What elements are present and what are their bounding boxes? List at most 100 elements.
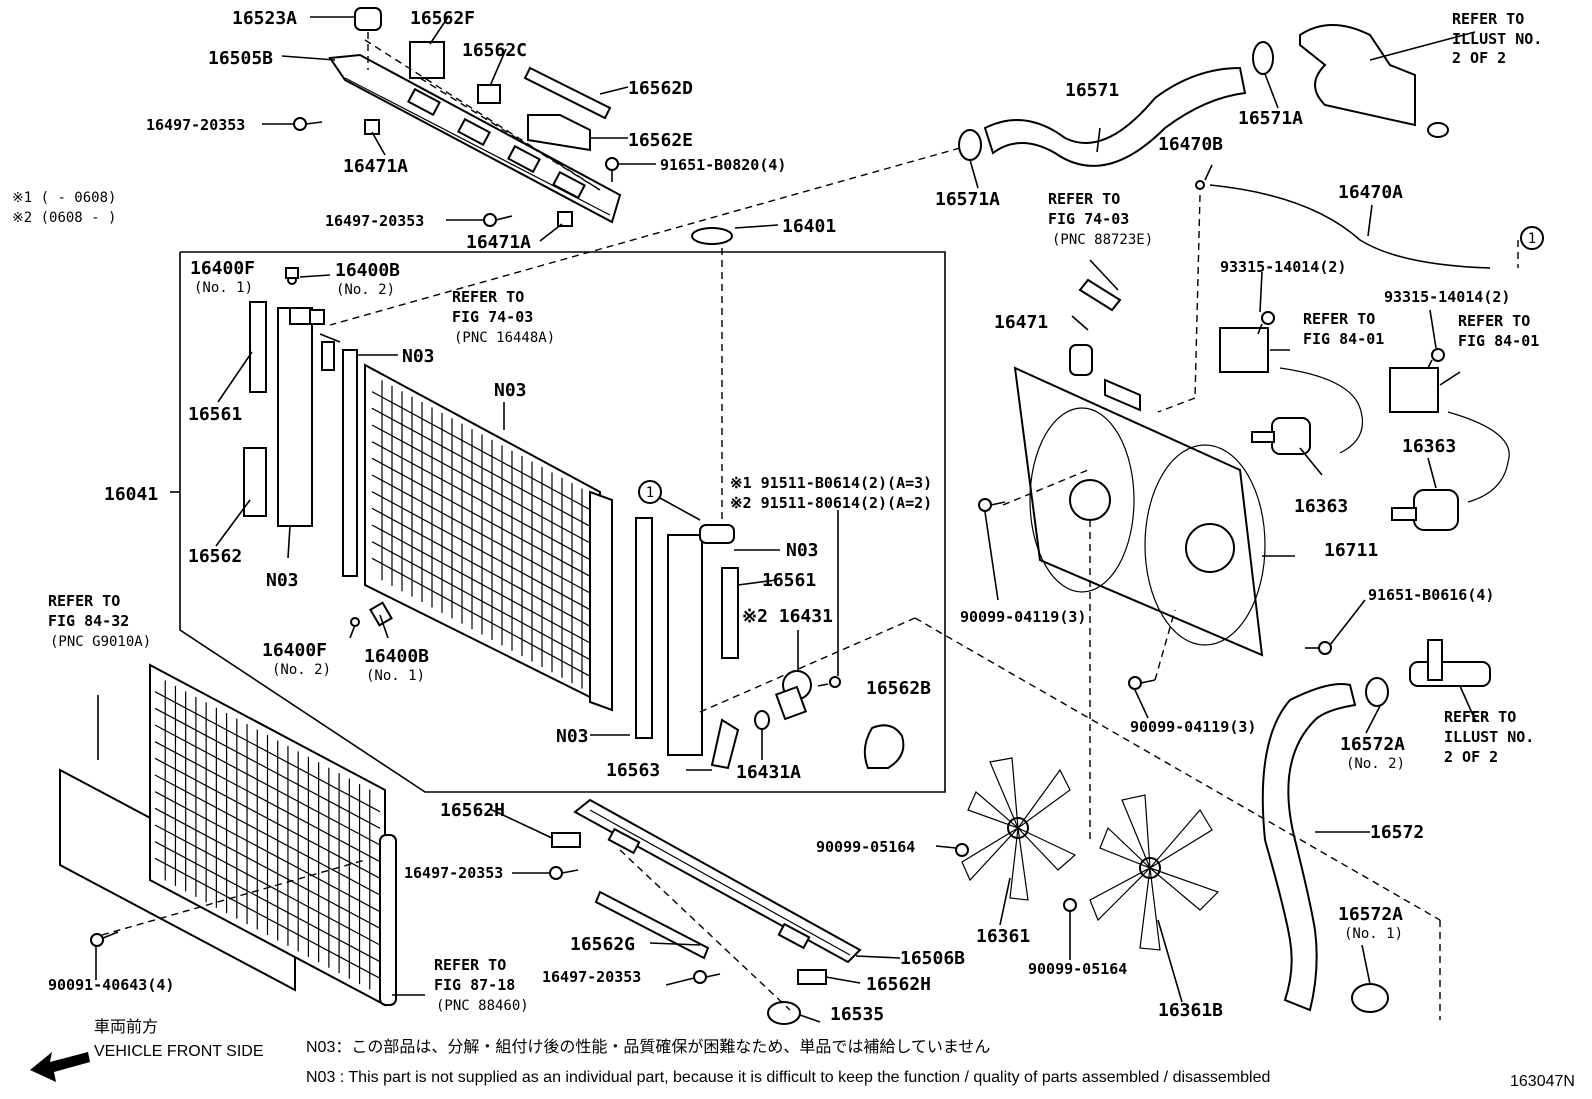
seal-16561-right [721, 567, 739, 659]
label-91651-b0616: 91651-B0616(4) [1368, 586, 1494, 604]
motor-wire-a [1279, 367, 1364, 454]
radiator-cap-16401 [691, 227, 733, 245]
label-16400B-top: 16400B [335, 260, 400, 281]
label-16400F-bottom-no: (No. 2) [272, 662, 331, 678]
figure-id: 163047N [1510, 1073, 1575, 1090]
circle-ref-1-left: 1 [638, 480, 701, 521]
drain-plug-16400B-lower [350, 601, 393, 627]
seal-16561-left [249, 301, 267, 393]
hose-16572 [1261, 683, 1357, 1012]
svg-text:REFER TO: REFER TO [48, 592, 120, 610]
bolt-93315-b [1427, 348, 1445, 369]
pnc-16448A-plate [321, 341, 335, 371]
seal-16562G [594, 890, 710, 960]
label-N03-right-tank: N03 [786, 540, 819, 561]
label-16400B-bottom-no: (No. 1) [366, 668, 425, 684]
seal-16562F [409, 41, 445, 79]
svg-text:1: 1 [1528, 231, 1536, 247]
bolt-91511 [817, 676, 841, 688]
label-16471A-a: 16471A [343, 156, 408, 177]
refer-illust-bottom: REFER TO ILLUST NO. 2 OF 2 [1444, 708, 1534, 766]
label-16361B: 16361B [1158, 1000, 1223, 1021]
circle-ref-1-right: 1 [1520, 226, 1544, 250]
direction-en: VEHICLE FRONT SIDE [94, 1043, 264, 1060]
label-16400F-top-no: (No. 1) [194, 280, 253, 296]
water-outlet-illust [1299, 24, 1449, 138]
label-16497-d: 16497-20353 [542, 968, 641, 986]
left-tank-N03 [277, 307, 325, 527]
label-16572: 16572 [1370, 822, 1424, 843]
label-16561-right: 16561 [762, 570, 816, 591]
clamp-16571A-top [1252, 41, 1274, 75]
radiator-group-box [179, 251, 946, 793]
svg-text:(PNC 88460): (PNC 88460) [436, 998, 529, 1014]
label-91511-1: ※1 91511-B0614(2)(A=3) [730, 474, 932, 492]
svg-text:REFER TO: REFER TO [434, 956, 506, 974]
connector-16470B [1195, 180, 1205, 190]
svg-text:(PNC 88723E): (PNC 88723E) [1052, 232, 1153, 248]
svg-text:※1 ( - 0608): ※1 ( - 0608) [12, 190, 116, 206]
lower-support-bracket [573, 798, 862, 964]
refer-fig74-pnc88723E: REFER TO FIG 74-03 (PNC 88723E) [1048, 190, 1153, 312]
svg-text:FIG 84-01: FIG 84-01 [1458, 332, 1539, 350]
gasket-N03-right [635, 517, 653, 739]
label-16562F: 16562F [410, 8, 475, 29]
resistor-fig84-b [1389, 367, 1439, 413]
label-16471A-b: 16471A [466, 232, 531, 253]
svg-text:(PNC 16448A): (PNC 16448A) [454, 330, 555, 346]
refer-fig84-01-b: REFER TO FIG 84-01 [1458, 312, 1539, 350]
svg-text:REFER TO: REFER TO [1303, 310, 1375, 328]
refer-illust-top: REFER TO ILLUST NO. 2 OF 2 [1452, 10, 1542, 67]
gasket-N03-left [342, 349, 358, 577]
svg-text:※2 (0608 - ): ※2 (0608 - ) [12, 210, 116, 226]
label-90099-04119-a: 90099-04119(3) [960, 608, 1086, 626]
condenser [59, 663, 397, 1007]
bolt-91651-b0820 [605, 157, 619, 182]
top-cushion-16523A [354, 7, 382, 70]
label-16572A-no1: 16572A [1338, 904, 1403, 925]
label-16041: 16041 [104, 484, 158, 505]
label-16523A: 16523A [232, 8, 297, 29]
label-16562-left: 16562 [188, 546, 242, 567]
bolt-16497-c [549, 866, 579, 880]
bolt-90099-04119-a [978, 498, 1006, 512]
label-16497-a: 16497-20353 [146, 116, 245, 134]
seal-16563 [710, 718, 740, 770]
radiator-core [364, 363, 613, 712]
part-labels: 16523A 16562F 16505B 16562C 16562D 16497… [48, 8, 1510, 1025]
label-16563: 16563 [606, 760, 660, 781]
seal-16562H-a [551, 832, 581, 848]
seal-16562-left [243, 447, 267, 517]
label-16361: 16361 [976, 926, 1030, 947]
hose-16470A [1209, 184, 1491, 269]
label-16562G: 16562G [570, 934, 635, 955]
label-16562D: 16562D [628, 78, 693, 99]
vehicle-front-indicator: 車両前方 VEHICLE FRONT SIDE [30, 1018, 264, 1082]
leader-lines [95, 16, 1477, 1023]
label-N03-left-tank: N03 [266, 570, 299, 591]
label-16470A: 16470A [1338, 182, 1403, 203]
label-16562H-a: 16562H [440, 800, 505, 821]
fan-motor-16363-a [1251, 417, 1311, 455]
refer-fig87-18: REFER TO FIG 87-18 (PNC 88460) [434, 956, 529, 1014]
refer-fig84-01-a: REFER TO FIG 84-01 [1303, 310, 1384, 348]
bolt-16497-b [483, 213, 513, 227]
label-16561-left: 16561 [188, 404, 242, 425]
bolt-90091 [90, 931, 119, 947]
label-90099-05164-a: 90099-05164 [816, 838, 915, 856]
refer-fig74-pnc16448A: REFER TO FIG 74-03 (PNC 16448A) [452, 288, 555, 346]
seal-16562H-b [797, 969, 827, 985]
svg-text:FIG 74-03: FIG 74-03 [1048, 210, 1129, 228]
label-16571: 16571 [1065, 80, 1119, 101]
label-93315-b: 93315-14014(2) [1384, 288, 1510, 306]
label-16497-c: 16497-20353 [404, 864, 503, 882]
nut-90099-05164-a [955, 843, 969, 857]
label-16400B-bottom: 16400B [364, 646, 429, 667]
bolt-91651-b0616 [1305, 641, 1332, 655]
bolt-16497-a [293, 117, 323, 131]
label-16571A-top: 16571A [1238, 108, 1303, 129]
svg-text:REFER TO: REFER TO [452, 288, 524, 306]
svg-text:FIG 84-01: FIG 84-01 [1303, 330, 1384, 348]
svg-text:ILLUST NO.: ILLUST NO. [1452, 30, 1542, 48]
